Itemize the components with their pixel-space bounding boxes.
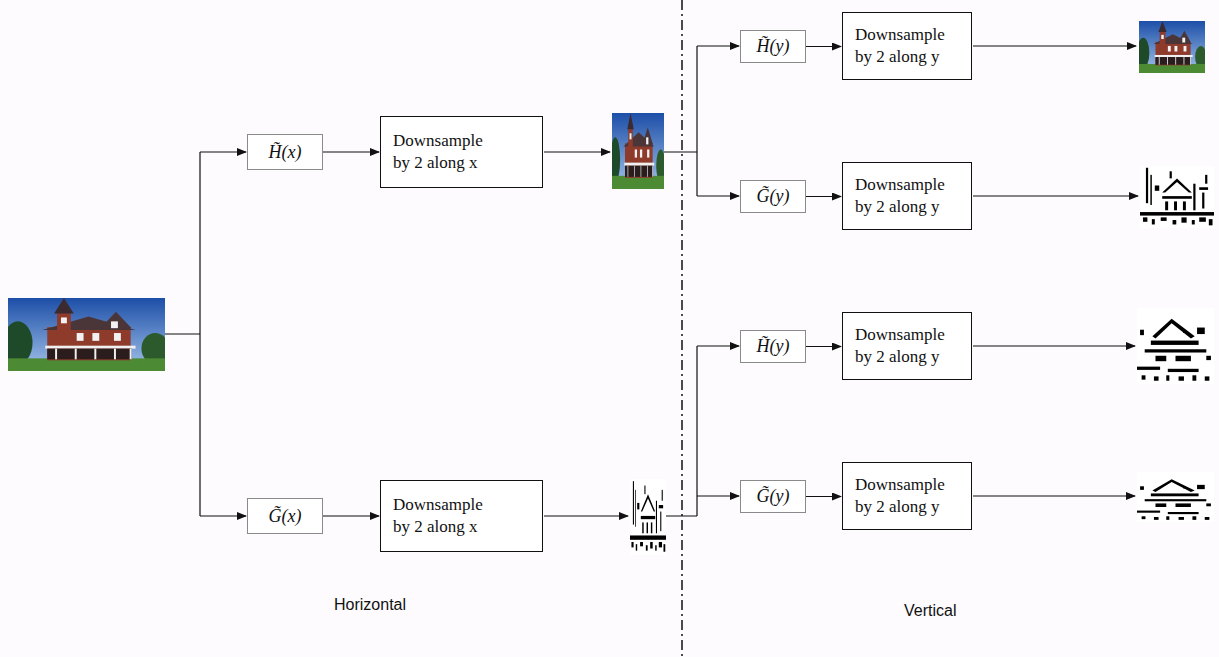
operation-label: Downsample by 2 along y	[855, 324, 957, 368]
operation-label: Downsample by 2 along x	[393, 130, 495, 174]
downsample-box: Downsample by 2 along x	[380, 116, 543, 188]
filter-box: G̃(x)	[247, 498, 323, 534]
filter-box: G̃(y)	[740, 180, 806, 213]
downsample-box: Downsample by 2 along x	[380, 480, 543, 552]
filter-label: H̃(y)	[757, 36, 790, 57]
filter-box: H̃(y)	[740, 330, 806, 363]
flow-arrow	[806, 196, 841, 197]
filter-box: H̃(y)	[740, 30, 806, 63]
operation-label: Downsample by 2 along y	[855, 24, 957, 68]
operation-label: Downsample by 2 along y	[855, 474, 957, 518]
section-label: Vertical	[904, 602, 956, 620]
operation-label: Downsample by 2 along y	[855, 174, 957, 218]
flow-arrow	[806, 46, 841, 47]
filter-box: H̃(x)	[247, 134, 323, 170]
filter-label: H̃(x)	[269, 142, 302, 163]
flow-arrow	[323, 151, 379, 152]
downsample-box: Downsample by 2 along y	[842, 462, 972, 530]
operation-label: Downsample by 2 along x	[393, 494, 495, 538]
filter-box: G̃(y)	[740, 480, 806, 513]
flow-arrow	[323, 515, 379, 516]
downsample-box: Downsample by 2 along y	[842, 162, 972, 230]
filter-label: G̃(x)	[269, 506, 302, 527]
flow-arrow	[806, 346, 841, 347]
filter-label: H̃(y)	[757, 336, 790, 357]
downsample-box: Downsample by 2 along y	[842, 12, 972, 80]
downsample-box: Downsample by 2 along y	[842, 312, 972, 380]
filter-label: G̃(y)	[757, 486, 790, 507]
section-label: Horizontal	[334, 596, 406, 614]
filter-label: G̃(y)	[757, 186, 790, 207]
flow-arrow	[806, 496, 841, 497]
